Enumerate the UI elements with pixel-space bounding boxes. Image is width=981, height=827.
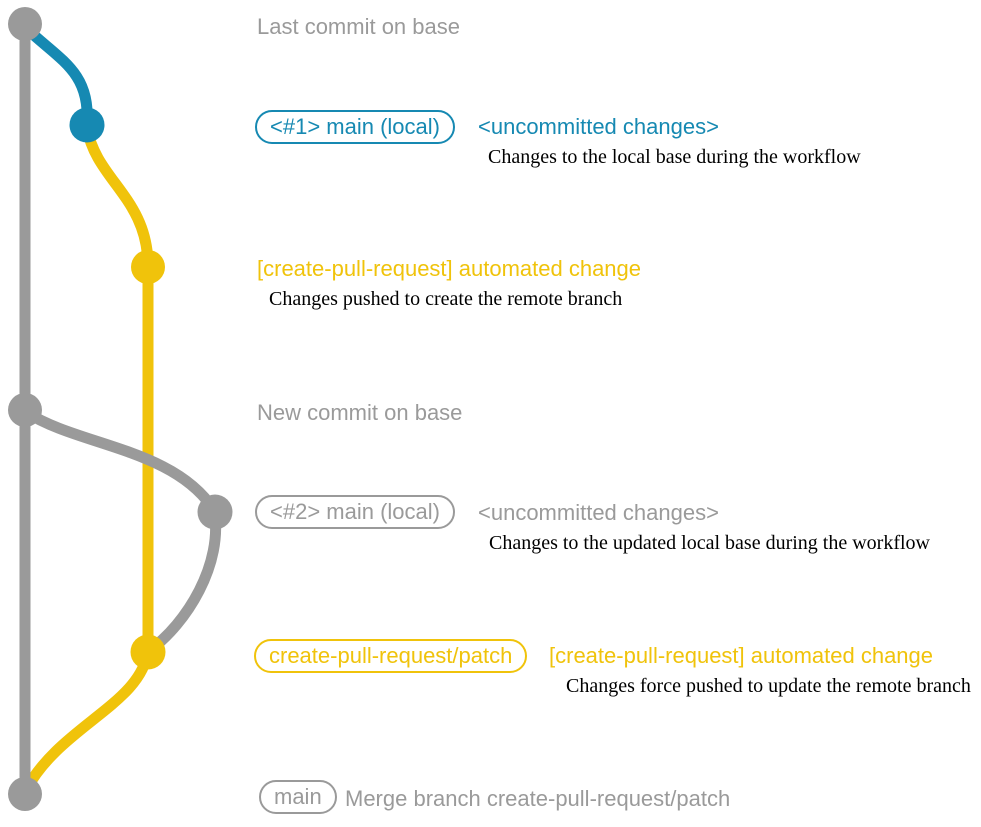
local-main-branch-segment — [20, 22, 93, 128]
create-pull-request-branch-line — [20, 122, 154, 796]
branch-label-main: main — [259, 780, 337, 814]
commit-node-automated-change-2 — [130, 634, 166, 670]
branch-label-main-local-2-text: <#2> main (local) — [270, 499, 440, 524]
rebased-local-branch-segment — [20, 406, 221, 656]
commit-node-automated-change-1 — [131, 250, 165, 284]
commit2-title: <uncommitted changes> — [478, 500, 719, 525]
branch-label-main-local-1: <#1> main (local) — [255, 110, 455, 144]
commit-node-last-base — [8, 7, 42, 41]
branch-label-create-pull-request-patch: create-pull-request/patch — [254, 639, 528, 673]
commit1-title: <uncommitted changes> — [478, 114, 719, 139]
commit-node-main-local-2 — [197, 494, 233, 530]
branch-label-create-pull-request-patch-text: create-pull-request/patch — [269, 643, 513, 668]
merge-message: Merge branch create-pull-request/patch — [345, 786, 731, 811]
label-new-commit-on-base: New commit on base — [257, 400, 463, 425]
commit-node-main-local-1 — [69, 107, 105, 143]
push2-title: [create-pull-request] automated change — [549, 643, 934, 668]
commit2-caption: Changes to the updated local base during… — [489, 532, 930, 554]
label-last-commit-on-base: Last commit on base — [257, 14, 460, 39]
commit1-caption: Changes to the local base during the wor… — [488, 146, 861, 168]
push1-title: [create-pull-request] automated change — [257, 256, 642, 281]
branch-label-main-text: main — [274, 784, 322, 809]
commit-node-new-base — [8, 393, 42, 427]
branch-label-main-local-1-text: <#1> main (local) — [270, 114, 440, 139]
push1-caption: Changes pushed to create the remote bran… — [269, 288, 623, 310]
push2-caption: Changes force pushed to update the remot… — [566, 675, 971, 697]
commit-node-merge — [8, 777, 42, 811]
branch-label-main-local-2: <#2> main (local) — [255, 495, 455, 529]
